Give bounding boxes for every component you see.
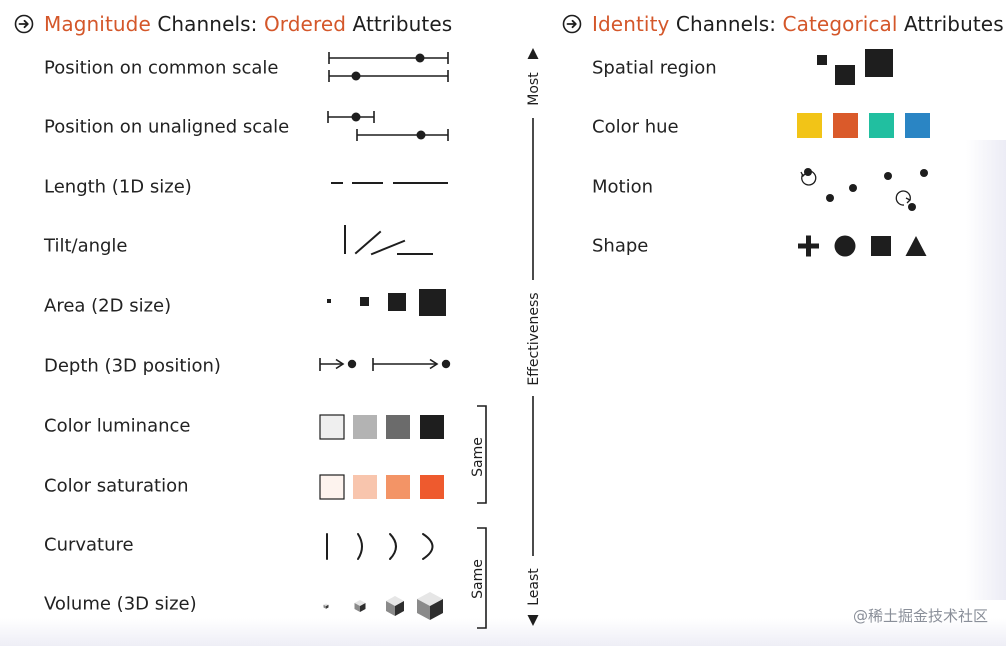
luminance-swatch-4 (420, 415, 444, 439)
channel-label-spatial-region: Spatial region (592, 57, 717, 79)
glyph-shape (798, 235, 927, 257)
saturation-swatch-1 (319, 474, 345, 500)
header-word-channels: Channels: (150, 12, 264, 36)
header-word-identity: Identity (592, 12, 670, 36)
channel-label-position-unaligned: Position on unaligned scale (44, 116, 290, 138)
channel-label-color-saturation: Color saturation (44, 475, 189, 497)
glyph-color-luminance (319, 414, 444, 440)
channel-label-color-hue: Color hue (592, 116, 679, 138)
glyph-tilt (344, 225, 433, 256)
header-word-attributes: Attributes (897, 12, 1004, 36)
saturation-swatch-3 (386, 475, 410, 499)
channel-label-motion: Motion (592, 176, 654, 198)
glyph-position-common (328, 52, 449, 82)
circled-arrow-right-icon (14, 14, 34, 34)
hue-swatch-2 (833, 113, 858, 138)
plus-shape-icon (798, 235, 819, 257)
channel-label-color-luminance: Color luminance (44, 415, 191, 437)
same-bracket-shape (477, 527, 487, 629)
effectiveness-axis (527, 48, 539, 626)
glyph-depth (319, 358, 451, 371)
hue-swatch-3 (869, 113, 894, 138)
glyph-color-saturation (319, 474, 444, 500)
header-word-channels: Channels: (669, 12, 783, 36)
header-word-magnitude: Magnitude (44, 12, 151, 36)
hue-swatch-4 (905, 113, 930, 138)
channel-label-volume: Volume (3D size) (44, 593, 197, 615)
circled-arrow-right-icon (562, 14, 582, 34)
channel-label-depth: Depth (3D position) (44, 355, 221, 377)
arrow-down-icon (527, 615, 539, 626)
channel-label-shape: Shape (592, 235, 649, 257)
channel-label-tilt: Tilt/angle (44, 235, 128, 257)
glyph-color-hue (797, 113, 930, 138)
header-word-ordered: Ordered (263, 12, 347, 36)
identity-channels-header: Identity Channels: Categorical Attribute… (562, 12, 1004, 36)
luminance-swatch-1 (319, 414, 345, 440)
header-word-attributes: Attributes (346, 12, 453, 36)
square-shape-icon (871, 236, 891, 256)
saturation-swatch-4 (420, 475, 444, 499)
channel-label-curvature: Curvature (44, 534, 134, 556)
right-background-shade (966, 140, 1006, 600)
glyph-volume (323, 592, 443, 620)
luminance-swatch-2 (353, 415, 377, 439)
magnitude-channels-header: Magnitude Channels: Ordered Attributes (14, 12, 452, 36)
glyph-position-unaligned (327, 111, 449, 141)
header-word-categorical: Categorical (782, 12, 898, 36)
triangle-shape-icon (905, 236, 927, 256)
glyph-spatial-region (817, 49, 893, 85)
glyph-curvature (326, 533, 434, 560)
saturation-swatch-2 (353, 475, 377, 499)
bottom-background-shade (0, 618, 1006, 646)
channel-label-position-common: Position on common scale (44, 57, 279, 79)
circle-shape-icon (834, 235, 856, 257)
hue-swatch-1 (797, 113, 822, 138)
glyph-area (327, 289, 446, 316)
arrow-up-icon (527, 48, 539, 59)
channel-label-length: Length (1D size) (44, 176, 192, 198)
luminance-swatch-3 (386, 415, 410, 439)
watermark-text: @稀土掘金技术社区 (852, 607, 988, 625)
same-bracket-color (477, 405, 487, 504)
channel-label-area: Area (2D size) (44, 295, 172, 317)
glyph-motion (800, 168, 928, 211)
